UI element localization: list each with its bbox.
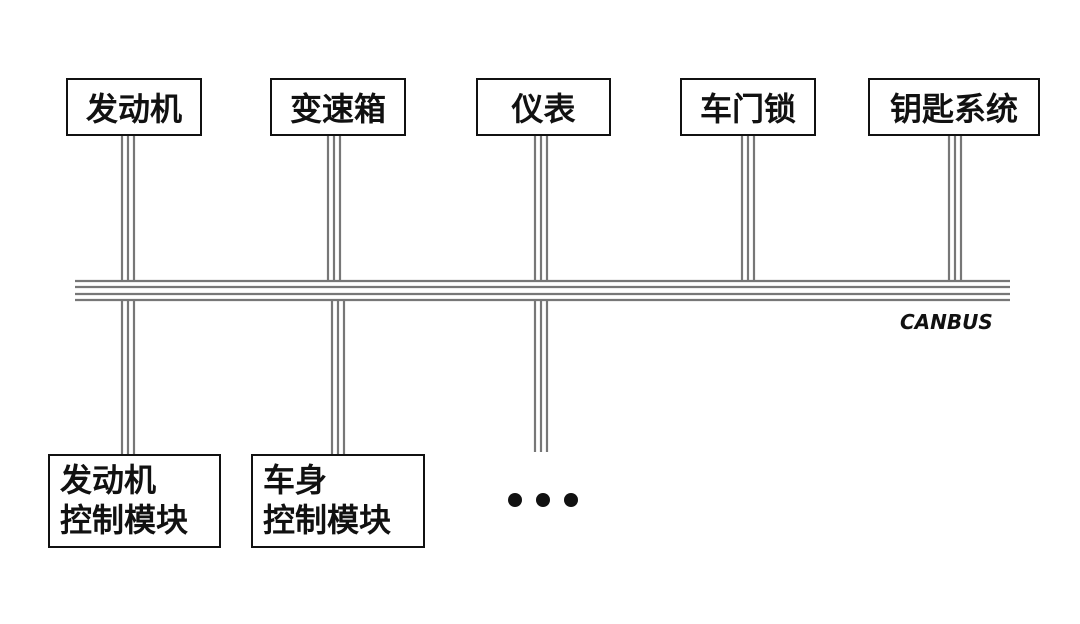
ellipsis-dot xyxy=(564,493,578,507)
ellipsis-dot xyxy=(536,493,550,507)
node-line-1: 车身 xyxy=(263,461,328,499)
node-instrument: 仪表 xyxy=(476,78,611,136)
ellipsis-dot xyxy=(508,493,522,507)
node-body-control-module: 车身 控制模块 xyxy=(251,454,425,548)
node-line-2: 控制模块 xyxy=(263,501,392,539)
node-line-2: 控制模块 xyxy=(60,501,189,539)
bus-label: CANBUS xyxy=(900,310,993,334)
node-line-1: 发动机 xyxy=(60,461,157,499)
node-transmission: 变速箱 xyxy=(270,78,406,136)
node-engine-control-module: 发动机 控制模块 xyxy=(48,454,221,548)
node-engine: 发动机 xyxy=(66,78,202,136)
node-key-system: 钥匙系统 xyxy=(868,78,1040,136)
node-door-lock: 车门锁 xyxy=(680,78,816,136)
